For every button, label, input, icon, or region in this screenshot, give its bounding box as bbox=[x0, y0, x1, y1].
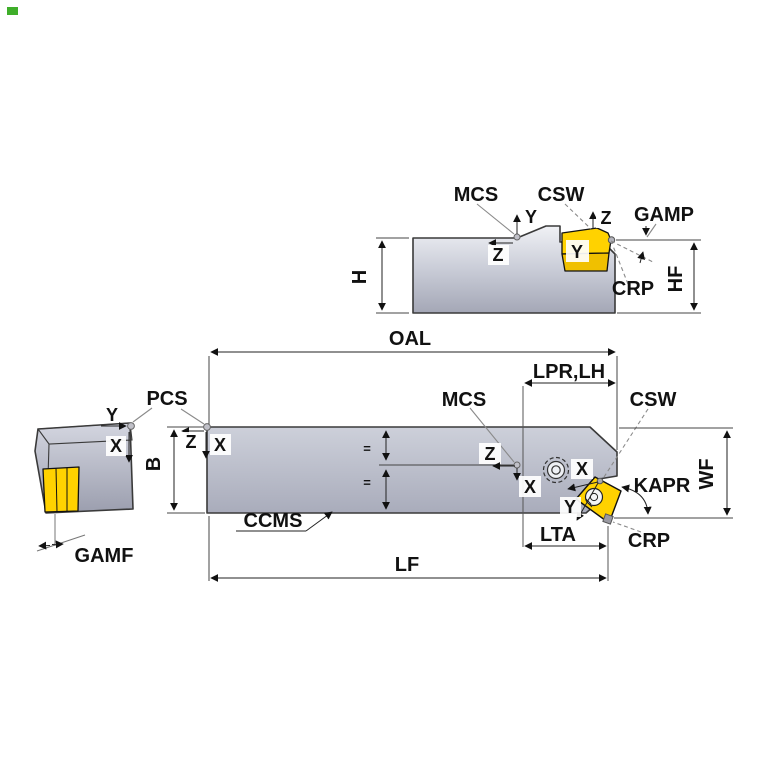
side-crp-callout: CRP bbox=[612, 245, 654, 300]
side-insert-z-label-box bbox=[596, 208, 616, 228]
h-label: H bbox=[349, 270, 371, 284]
end-insert-facet-line-1 bbox=[55, 467, 58, 513]
front-tip-axes: X Y bbox=[560, 459, 599, 521]
front-crp-label: CRP bbox=[628, 530, 670, 552]
kapr-label: KAPR bbox=[634, 475, 691, 497]
dim-GAMF: GAMF bbox=[36, 514, 134, 567]
front-mcs-point bbox=[513, 461, 521, 469]
ccms-callout: CCMS bbox=[236, 510, 333, 532]
front-crp-point bbox=[602, 513, 614, 525]
side-mcs-point bbox=[513, 233, 521, 241]
front-z-mcs-label: Z bbox=[485, 444, 496, 464]
pcs-callout: PCS Z X bbox=[132, 388, 231, 459]
front-csw-callout: CSW bbox=[603, 389, 677, 478]
dim-LPR-LH: LPR,LH bbox=[524, 361, 616, 387]
dim-WF: WF bbox=[614, 427, 733, 519]
front-mcs-label: MCS bbox=[442, 389, 486, 411]
dim-HF: HF bbox=[616, 239, 701, 314]
front-x-tip-arrow bbox=[567, 481, 599, 492]
side-mcs-callout: MCS Y Z bbox=[454, 184, 537, 265]
hf-label: HF bbox=[665, 266, 687, 293]
dim-H: H bbox=[349, 237, 409, 314]
equal-mark-bottom: = bbox=[363, 475, 371, 490]
front-mcs-callout: MCS Z X bbox=[442, 389, 541, 497]
side-crp-label: CRP bbox=[612, 278, 654, 300]
lf-label: LF bbox=[395, 554, 419, 576]
side-insert-y-label: Y bbox=[571, 242, 583, 262]
b-label: B bbox=[143, 457, 165, 471]
dim-equal-symmetry: = = bbox=[363, 430, 390, 510]
front-csw-point bbox=[596, 477, 604, 485]
side-csw-callout: CSW Z bbox=[538, 184, 616, 230]
dim-OAL: OAL bbox=[210, 328, 616, 356]
side-insert-z-label: Z bbox=[601, 208, 612, 228]
front-pcs-point bbox=[203, 423, 211, 431]
end-x-axis-box bbox=[106, 436, 126, 456]
ccms-label: CCMS bbox=[244, 510, 303, 532]
front-x-tip-label: X bbox=[576, 459, 588, 479]
gamp-label: GAMP bbox=[634, 204, 694, 226]
end-pcs-point bbox=[127, 422, 135, 430]
side-z-axis-label: Z bbox=[493, 245, 504, 265]
front-z-mcs-box bbox=[479, 443, 501, 464]
insert-screw bbox=[584, 487, 604, 508]
dim-GAMP: GAMP bbox=[610, 204, 694, 264]
page-corner-marker bbox=[7, 7, 18, 15]
side-insert-y-label-box bbox=[566, 240, 589, 262]
gamp-rake-line bbox=[610, 240, 654, 263]
side-y-axis-label: Y bbox=[525, 207, 537, 227]
pcs-label: PCS bbox=[146, 388, 187, 410]
dim-KAPR: KAPR bbox=[621, 475, 691, 515]
end-x-axis-label: X bbox=[110, 436, 122, 456]
dim-LTA: LTA bbox=[524, 524, 607, 550]
front-x-mcs-box bbox=[519, 476, 541, 497]
wf-label: WF bbox=[696, 458, 718, 489]
end-view-insert bbox=[42, 466, 80, 513]
front-y-tip-label: Y bbox=[564, 497, 576, 517]
end-view-top-face bbox=[36, 422, 133, 445]
equal-mark-top: = bbox=[363, 441, 371, 456]
dim-LF: LF bbox=[210, 554, 607, 582]
side-z-label-box bbox=[488, 245, 509, 265]
front-x-tip-box bbox=[571, 459, 593, 479]
side-view: Y H HF GAMP MCS bbox=[349, 184, 701, 314]
side-mcs-label: MCS bbox=[454, 184, 498, 206]
lta-label: LTA bbox=[540, 524, 576, 546]
front-x-mcs-label: X bbox=[524, 477, 536, 497]
front-view: = = OAL LPR,LH MCS bbox=[132, 328, 733, 582]
oal-label: OAL bbox=[389, 328, 431, 350]
gamf-label: GAMF bbox=[75, 545, 134, 567]
clamp-screw-hole bbox=[542, 456, 570, 484]
end-view: Y X GAMF bbox=[34, 405, 135, 567]
lpr-lh-label: LPR,LH bbox=[533, 361, 605, 383]
front-csw-label: CSW bbox=[630, 389, 677, 411]
front-x-origin-box bbox=[210, 434, 231, 455]
front-z-origin-label: Z bbox=[186, 432, 197, 452]
side-csw-label: CSW bbox=[538, 184, 585, 206]
front-z-origin-box bbox=[181, 432, 201, 452]
front-y-tip-box bbox=[560, 497, 581, 517]
front-x-origin-label: X bbox=[214, 435, 226, 455]
end-y-axis-label: Y bbox=[106, 405, 118, 425]
front-crp-callout: CRP bbox=[612, 521, 670, 552]
